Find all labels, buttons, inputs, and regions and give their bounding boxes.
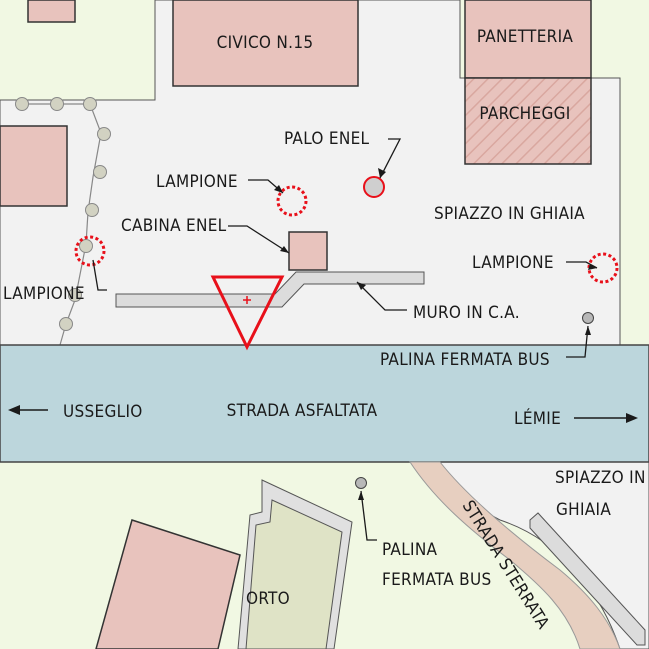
arrow-right-icon [574,413,638,423]
label-palo-enel: PALO ENEL [284,129,370,149]
label-lampione-center: LAMPIONE [156,172,238,192]
leader-arrowheads [274,168,597,500]
label-panetteria: PANETTERIA [477,27,574,47]
label-orto: ORTO [246,589,290,609]
building-panetteria [464,0,592,79]
muro-wall [115,271,425,308]
lampione-icon [74,235,106,267]
label-muro: MURO IN C.A. [413,303,520,323]
cabina-enel [288,231,328,271]
building-top-left [27,0,76,23]
label-spiazzo-right-2: GHIAIA [556,500,611,520]
palo-enel-icon [363,176,385,198]
orto-field [245,499,343,649]
building-parcheggi [464,77,592,165]
palina-bus-icon [582,312,594,324]
label-palina-bottom-1: PALINA [382,540,438,560]
label-cabina-enel: CABINA ENEL [121,216,227,236]
lampione-icon [276,185,308,217]
label-lampione-right: LAMPIONE [472,253,554,273]
building-left [0,125,68,207]
label-lampione-left: LAMPIONE [3,284,85,304]
building-civico-15 [172,0,359,87]
palina-bus-icon [355,477,367,489]
fence-line [20,103,102,346]
lampione-icon [587,252,619,284]
fence-posts [15,97,111,331]
label-palina-top: PALINA FERMATA BUS [380,350,550,370]
label-spiazzo-ghiaia-top: SPIAZZO IN GHIAIA [434,204,585,224]
label-parcheggi: PARCHEGGI [479,104,570,124]
label-civico: CIVICO N.15 [217,33,314,53]
label-spiazzo-right-1: SPIAZZO IN [555,468,646,488]
label-direction-right: LÉMIE [514,407,561,429]
label-road-name: STRADA ASFALTATA [227,401,378,421]
label-palina-bottom-2: FERMATA BUS [382,570,491,590]
label-direction-left: USSEGLIO [63,402,143,422]
leader-lines [92,138,598,541]
strada-asfaltata [0,344,649,463]
building-bottom-left [95,519,241,649]
arrow-left-icon [8,405,48,415]
wall-south-gravel [529,512,646,646]
hazard-triangle-icon [210,275,285,351]
